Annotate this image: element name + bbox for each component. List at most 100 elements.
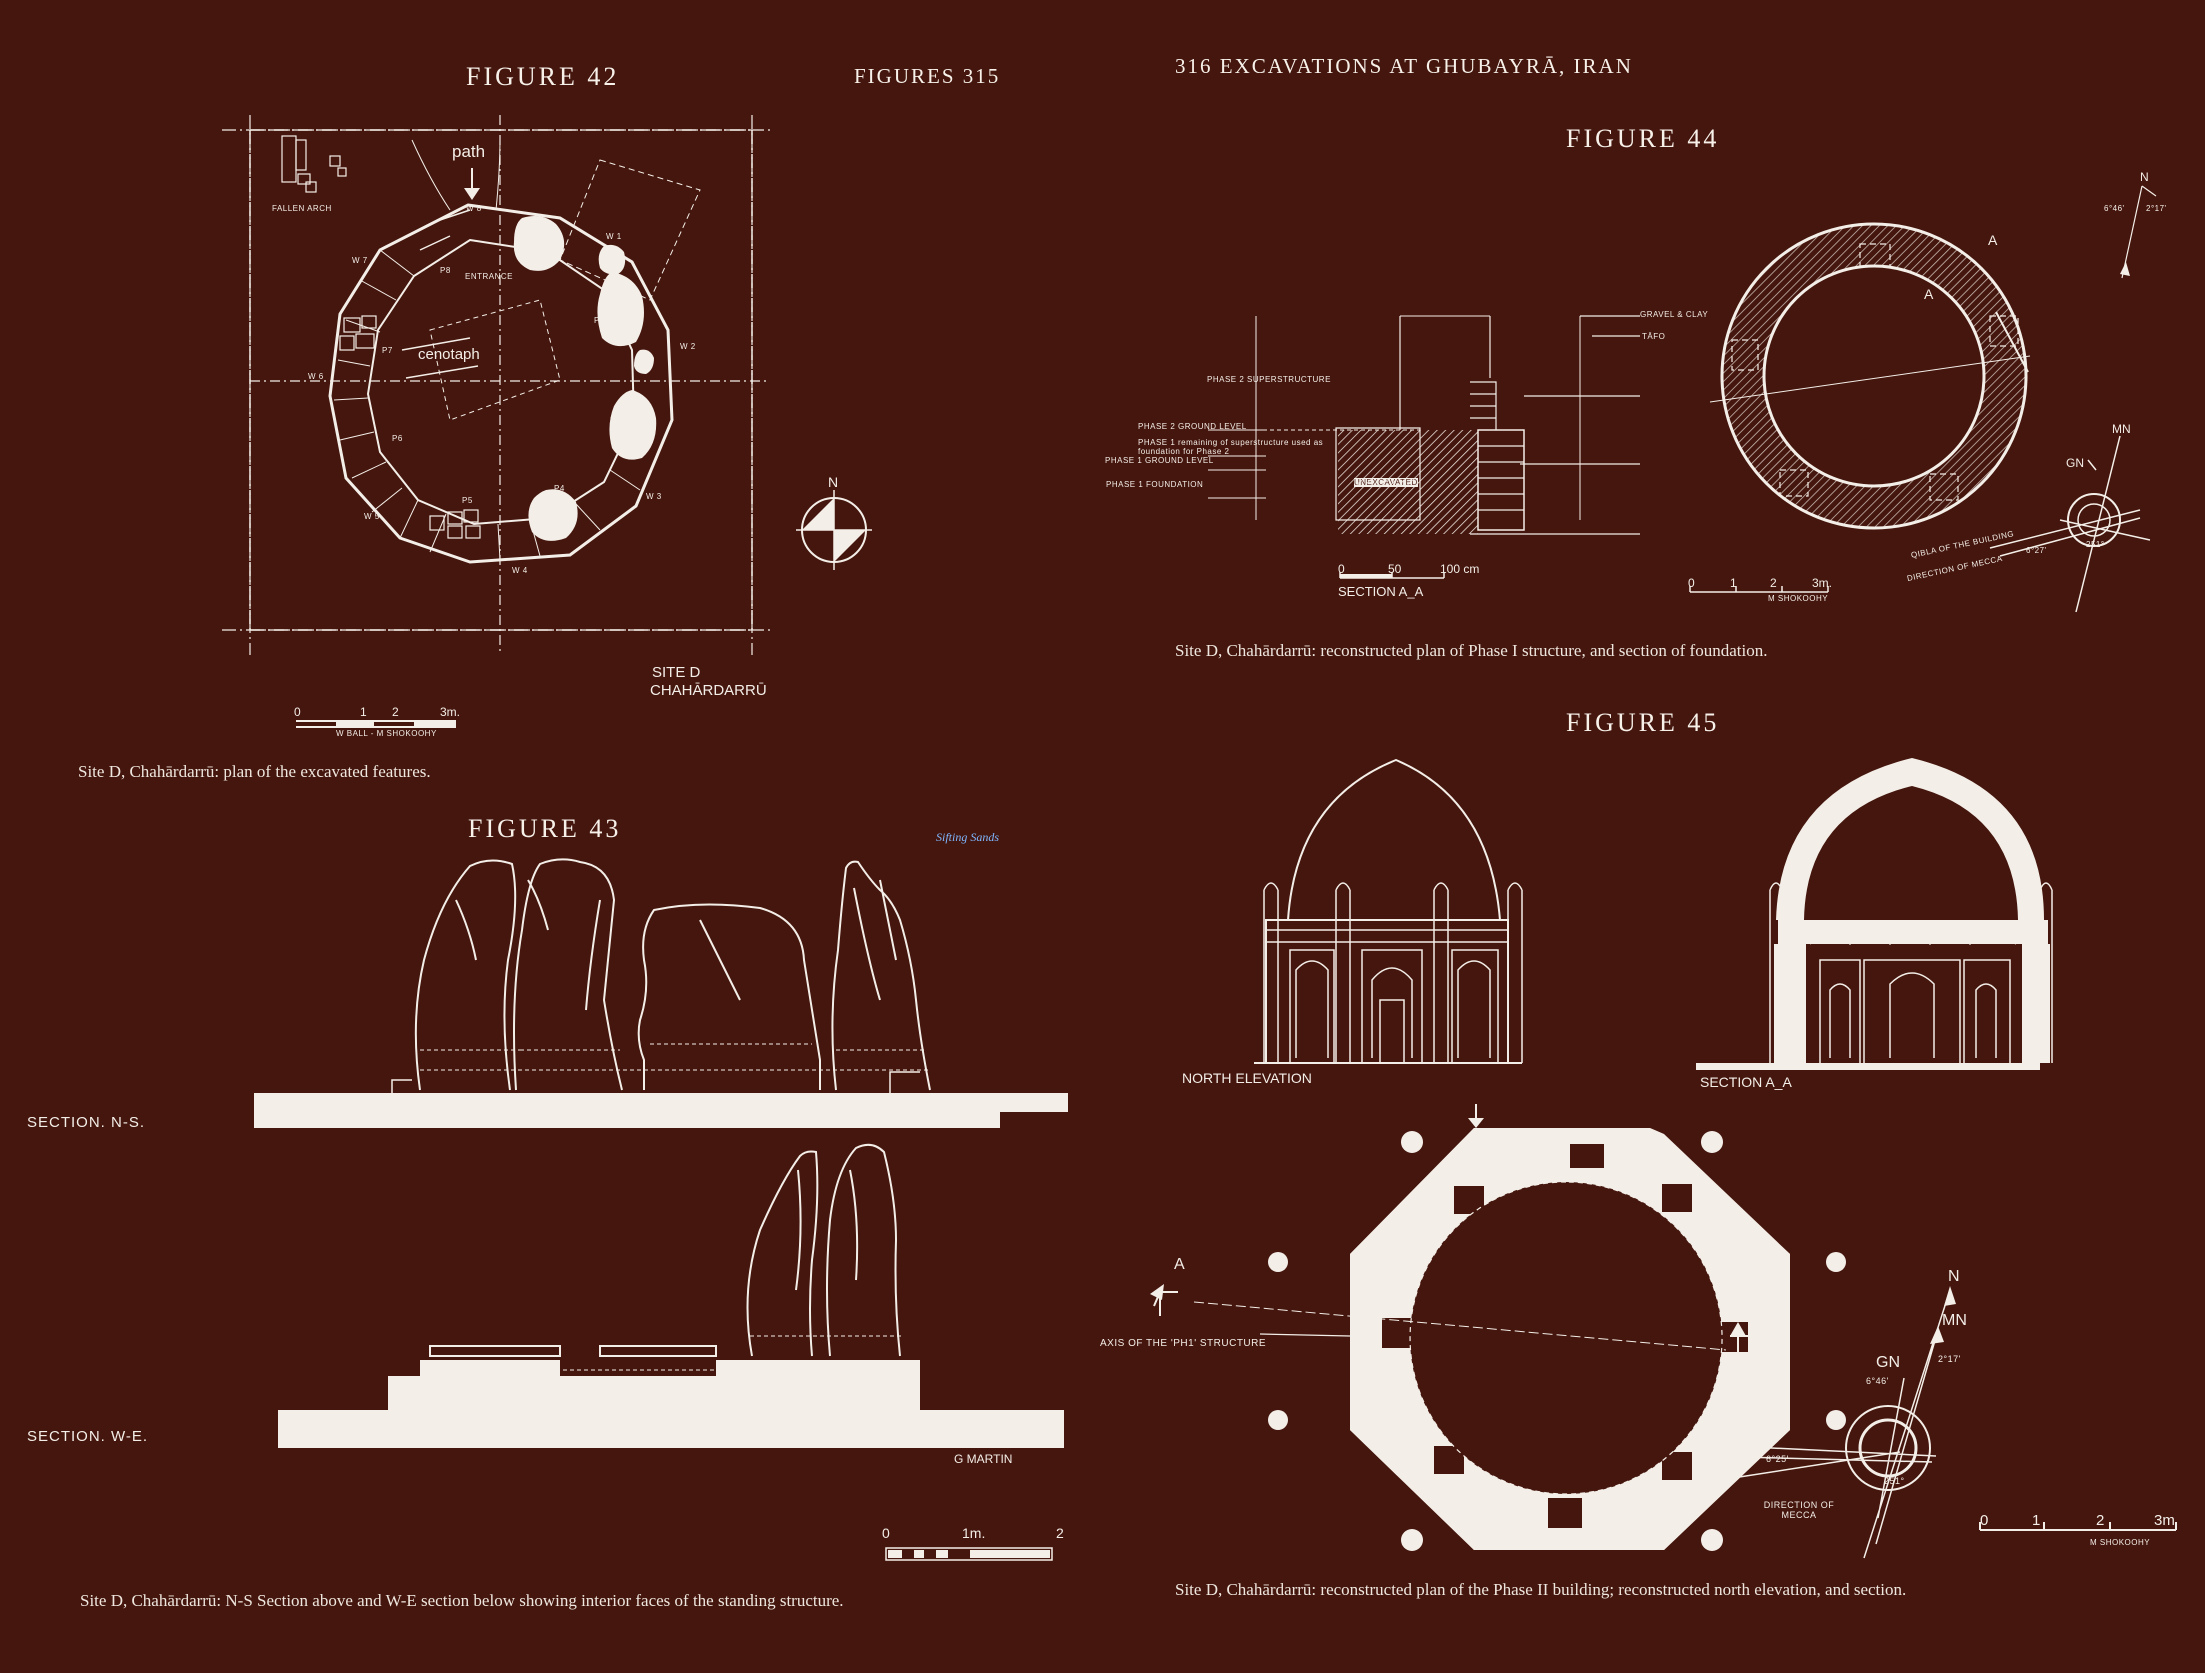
fig42-scale-2: 2 [392,705,399,719]
fig42-wall-w4: W 4 [512,566,528,575]
fig42-pier-p6: P6 [392,434,403,443]
fig45-scale-0: 0 [1980,1512,1989,1529]
fig44-plan-scale-2: 2 [1770,576,1777,590]
fig42-outer-wall [328,203,674,564]
fig42-cenotaph-label: cenotaph [418,346,480,363]
figure-43-title: FIGURE 43 [468,814,622,843]
fig45-scale-3: 3m [2154,1512,2175,1529]
fig44-phase1-ground: PHASE 1 GROUND LEVEL [1105,456,1214,465]
fig42-inner-wall [366,238,636,526]
fig42-scale-3: 3m. [440,705,461,719]
fig45-compass-deg: 251° [1884,1476,1905,1486]
fig42-wall-w5: W 5 [364,512,380,521]
fig44-compass-gn: GN [2066,456,2084,470]
fig44-unexcavated-label: UNEXCAVATED [1354,478,1418,487]
fig44-caption: Site D, Chahārdarrū: reconstructed plan … [1175,641,1768,660]
fig44-gravel-label: GRAVEL & CLAY [1640,310,1709,319]
fig45-compass-gn: GN [1876,1354,1900,1371]
fig42-scale-credit: W BALL - M SHOKOOHY [336,729,437,738]
fig44-sec-scale-50: 50 [1388,562,1402,576]
fig44-compass-a2: 2°17' [2146,204,2167,213]
fig45-axis-label: AXIS OF THE 'PH1' STRUCTURE [1100,1338,1267,1349]
fig42-pier-p1: P1 [524,258,535,267]
fig44-tafo-label: TĀFO [1642,332,1666,341]
fig45-compass-n: N [1948,1268,1960,1285]
watermark-text: Sifting Sands [936,830,1000,844]
fig45-north-elevation-label: NORTH ELEVATION [1182,1070,1312,1086]
fig44-compass-a3: 6°27' [2026,546,2047,555]
fig44-phase1-foundation: PHASE 1 FOUNDATION [1106,480,1204,489]
fig45-elevation-drawing [1254,758,1523,1064]
fig45-compass-mecca: DIRECTION OF MECCA [1763,1500,1835,1520]
figure-45-title: FIGURE 45 [1566,708,1720,737]
fig42-wall-w2: W 2 [680,342,696,351]
fig45-compass-a3: 1°36' [1706,1440,1729,1450]
fig42-pier-p3: P3 [610,416,621,425]
fig42-wall-w3: W 3 [646,492,662,501]
fig44-compass-mn: MN [2112,422,2131,436]
fig42-site-label: SITE D [652,664,701,681]
right-running-head: 316 EXCAVATIONS AT GHUBAYRĀ, IRAN [1175,54,1633,78]
fig44-plan-scale-0: 0 [1688,576,1695,590]
fig42-pier-p4: P4 [554,484,565,493]
figure-44-title: FIGURE 44 [1566,124,1720,153]
fig44-plan-scale-3: 3m. [1812,576,1833,590]
fig44-phase2-super: PHASE 2 SUPERSTRUCTURE [1207,375,1331,384]
fig43-section-we-label: SECTION. W-E. [27,1428,149,1445]
fig45-marker-a-right: A [1734,1306,1745,1323]
fig42-caption: Site D, Chahārdarrū: plan of the excavat… [78,762,431,781]
fig42-pier-p5: P5 [462,496,473,505]
fig42-scale-1: 1 [360,705,367,719]
fig44-plan-scale-1: 1 [1730,576,1737,590]
fig45-section-drawing [1696,758,2053,1070]
fig42-north-letter: N [828,474,839,490]
fig45-plan-drawing [1150,1104,2177,1559]
fig42-fallen-arch-label: FALLEN ARCH [272,204,332,213]
figure-42-title: FIGURE 42 [466,62,620,91]
fig45-compass-a1: 6°46' [1866,1376,1889,1386]
fig44-compass-a1: 6°46' [2104,204,2125,213]
fig43-we-section [278,1143,1064,1561]
fig45-marker-a-left: A [1174,1256,1185,1273]
fig45-section-label: SECTION A_A [1700,1074,1792,1090]
fig42-wall-w1: W 1 [606,232,622,241]
fig42-path-label: path [452,142,486,161]
fig44-phase1-remains: PHASE 1 remaining of superstructure used… [1138,438,1324,456]
fig42-entrance-label: ENTRANCE [465,272,514,281]
fig44-section-label: SECTION A_A [1338,584,1424,599]
fig45-compass-qibla2: QIBLA OF THE 'PH2' STRUCTURE [1695,1418,1789,1438]
fig44-sec-scale-0: 0 [1338,562,1345,576]
fig44-marker-a-top: A [1988,232,1998,248]
fig44-marker-a-inner: A [1924,286,1934,302]
fig42-pier-p2: P2 [594,316,605,325]
fig44-compass-n: N [2140,170,2149,184]
fig45-compass-qibla1: QIBLA OF THE 'PH1' STRUCTURE [1653,1460,1747,1480]
fig43-scale-0: 0 [882,1525,890,1541]
fig42-site-name: CHAHĀRDARRŪ [650,682,767,699]
fig42-wall-w6: W 6 [308,372,324,381]
fig43-scale-1: 1m. [962,1525,986,1541]
fig45-compass-mn: MN [1942,1312,1967,1329]
fig42-pier-p8: P8 [440,266,451,275]
fig43-caption: Site D, Chahārdarrū: N-S Section above a… [80,1591,844,1610]
fig42-scale-0: 0 [294,705,301,719]
fig44-compass-mecca: DIRECTION OF MECCA [1906,553,2004,584]
fig44-compass-deg: 251° [2086,540,2105,549]
fig42-wall-w7: W 7 [352,256,368,265]
left-running-head: FIGURES 315 [854,64,1001,88]
fig44-plan-credit: M SHOKOOHY [1768,594,1829,603]
fig42-pier-p7: P7 [382,346,393,355]
fig44-phase2-ground: PHASE 2 GROUND LEVEL [1138,422,1247,431]
fig45-caption: Site D, Chahārdarrū: reconstructed plan … [1175,1580,1907,1599]
fig45-scale-1: 1 [2032,1512,2041,1529]
fig43-section-ns-label: SECTION. N-S. [27,1114,146,1131]
fig43-credit: G MARTIN [954,1452,1013,1466]
fig44-sec-scale-100: 100 cm [1440,562,1480,576]
fig43-ns-section [254,858,1068,1128]
fig45-scale-2: 2 [2096,1512,2105,1529]
fig45-compass-a2: 2°17' [1938,1354,1961,1364]
fig43-scale-2: 2 [1056,1525,1064,1541]
fig45-scale-credit: M SHOKOOHY [2090,1538,2151,1547]
fig42-wall-w8: W 8 [466,204,482,213]
